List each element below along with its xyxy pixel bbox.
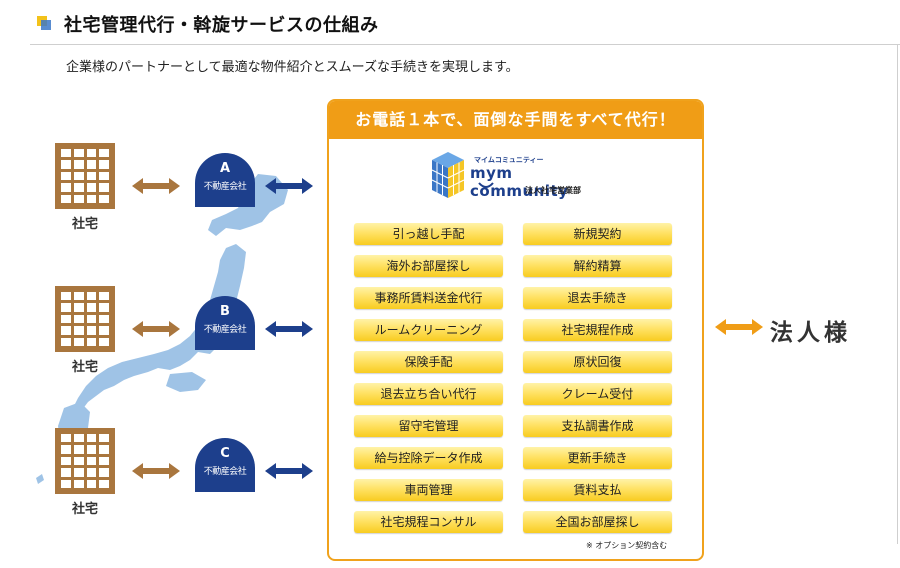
double-arrow-icon [132, 178, 180, 194]
shataku-building-icon [55, 428, 115, 494]
agent-name: 不動産会社 [203, 325, 247, 335]
service-item: 退去立ち合い代行 [354, 383, 503, 405]
double-arrow-icon [265, 321, 313, 337]
service-item: 給与控除データ作成 [354, 447, 503, 469]
service-item: 更新手続き [523, 447, 672, 469]
shataku-label: 社宅 [71, 217, 98, 232]
service-item: 全国お部屋探し [523, 511, 672, 533]
service-item: 退去手続き [523, 287, 672, 309]
service-item: 留守宅管理 [354, 415, 503, 437]
shataku-label: 社宅 [71, 502, 98, 517]
company-logo: マイムコミュニティー mym community 法人社宅営業部 [430, 150, 610, 202]
service-item: クレーム受付 [523, 383, 672, 405]
logo-name: mym community [470, 164, 569, 200]
agent-letter: C [220, 446, 230, 461]
service-item: 事務所賃料送金代行 [354, 287, 503, 309]
agent-a-badge: A 不動産会社 [195, 153, 255, 207]
shataku-building-icon [55, 143, 115, 209]
service-item: 新規契約 [523, 223, 672, 245]
agent-c-badge: C 不動産会社 [195, 438, 255, 492]
page-title: 社宅管理代行・斡旋サービスの仕組み [64, 15, 379, 36]
option-note: ※ オプション契約含む [586, 541, 668, 550]
service-item: ルームクリーニング [354, 319, 503, 341]
agent-letter: B [220, 304, 230, 319]
service-item: 原状回復 [523, 351, 672, 373]
service-item: 社宅規程コンサル [354, 511, 503, 533]
service-item: 支払調書作成 [523, 415, 672, 437]
shataku-building-icon [55, 286, 115, 352]
double-arrow-icon [265, 463, 313, 479]
shataku-label: 社宅 [71, 360, 98, 375]
service-item: 引っ越し手配 [354, 223, 503, 245]
title-bullet-icon [37, 16, 51, 30]
smile-icon [478, 182, 494, 188]
logo-department: 法人社宅営業部 [525, 186, 581, 195]
double-arrow-icon [132, 321, 180, 337]
right-border [897, 44, 898, 544]
logo-kana: マイムコミュニティー [474, 156, 544, 164]
service-item: 海外お部屋探し [354, 255, 503, 277]
page-subtitle: 企業様のパートナーとして最適な物件紹介とスムーズな手続きを実現します。 [66, 60, 519, 75]
double-arrow-icon [265, 178, 313, 194]
agent-name: 不動産会社 [203, 182, 247, 192]
header: 社宅管理代行・斡旋サービスの仕組み [0, 0, 900, 46]
agent-b-badge: B 不動産会社 [195, 296, 255, 350]
logo-cube-icon [431, 152, 465, 198]
service-item: 車両管理 [354, 479, 503, 501]
service-item: 社宅規程作成 [523, 319, 672, 341]
service-item: 賃料支払 [523, 479, 672, 501]
agent-name: 不動産会社 [203, 467, 247, 477]
service-item: 解約精算 [523, 255, 672, 277]
agent-letter: A [219, 161, 231, 176]
double-arrow-icon [715, 319, 763, 335]
header-divider [30, 44, 900, 45]
client-label: 法人様 [770, 320, 851, 346]
service-item: 保険手配 [354, 351, 503, 373]
panel-headline: お電話１本で、面倒な手間をすべて代行！ [329, 101, 702, 139]
double-arrow-icon [132, 463, 180, 479]
